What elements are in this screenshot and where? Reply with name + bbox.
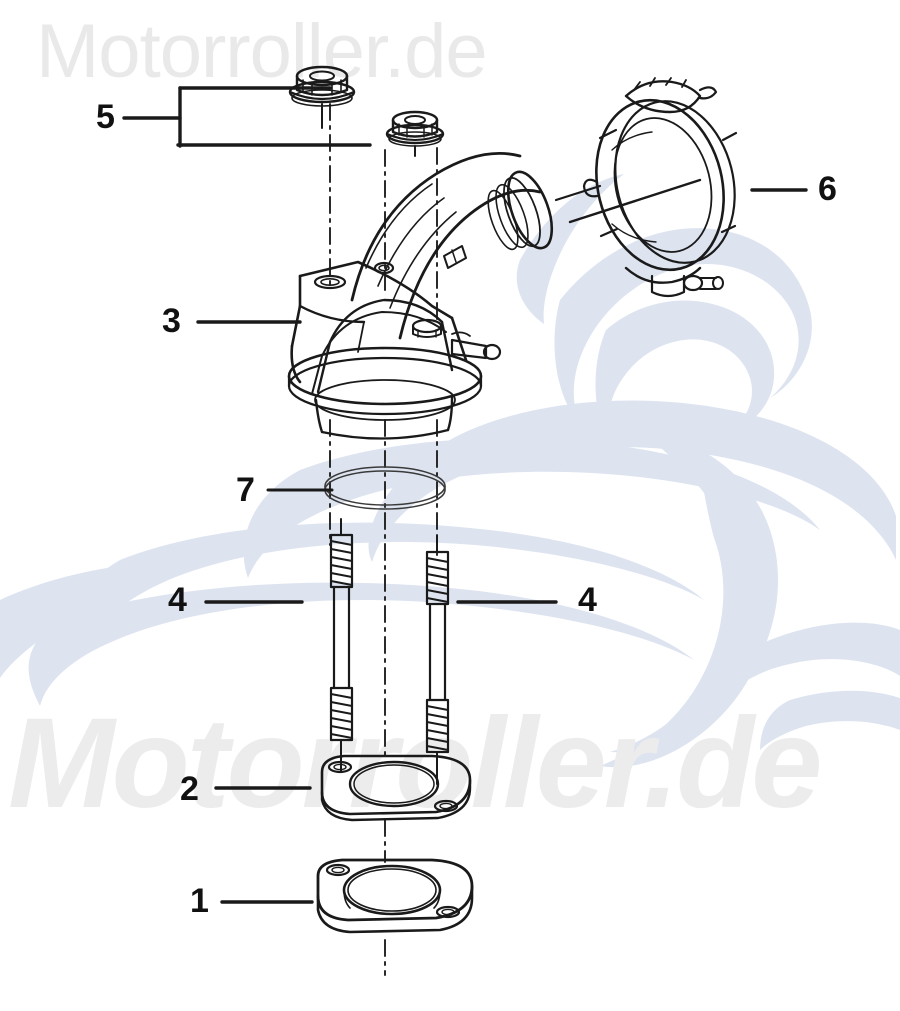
- callout-7: 7: [236, 471, 255, 509]
- watermark-top: Motorroller.de: [36, 9, 488, 94]
- callout-1: 1: [190, 882, 209, 920]
- callout-3: 3: [162, 302, 181, 340]
- callout-6: 6: [818, 170, 837, 208]
- part-flange-nut-left: [288, 65, 356, 129]
- callout-4-left: 4: [168, 581, 187, 619]
- part-stud-bolt-right: [425, 535, 450, 785]
- part-flange-gasket-lower: [316, 858, 474, 934]
- part-intake-manifold: [287, 152, 554, 440]
- part-stud-bolt-left: [329, 518, 354, 773]
- callout-5: 5: [96, 98, 115, 136]
- part-flange-gasket-upper: [320, 754, 472, 822]
- part-flange-nut-right: [385, 110, 445, 157]
- callout-4-right: 4: [578, 581, 597, 619]
- part-hose-clamp: [582, 77, 738, 298]
- leader-lines: [122, 86, 808, 904]
- callout-2: 2: [180, 770, 199, 808]
